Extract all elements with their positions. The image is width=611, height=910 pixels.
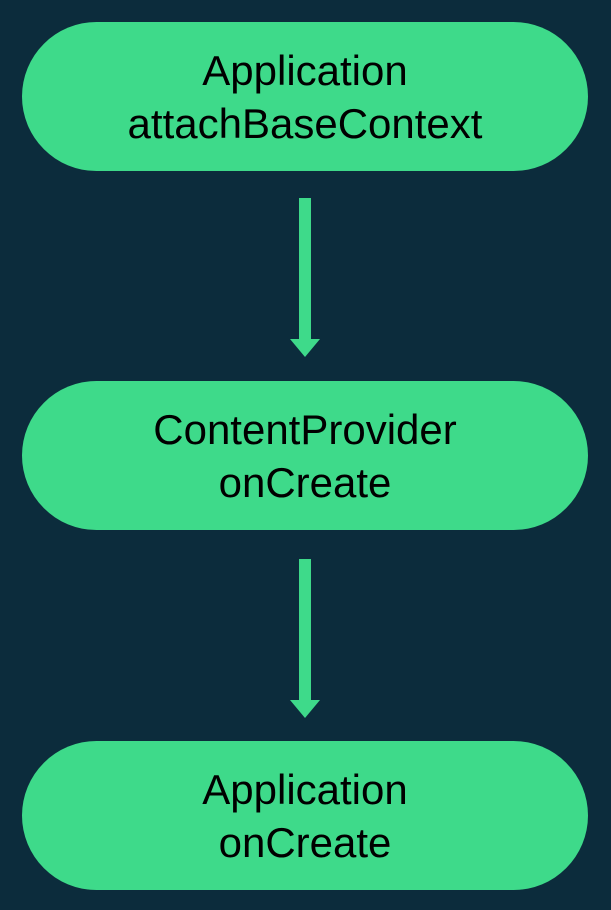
flow-node-contentprovider-oncreate: ContentProvider onCreate xyxy=(22,381,588,530)
flow-node-application-oncreate: Application onCreate xyxy=(22,741,588,890)
node-text-line: onCreate xyxy=(218,458,392,506)
node-text-line: Application xyxy=(202,46,408,94)
down-arrow-icon xyxy=(290,198,320,357)
node-text-line: Application xyxy=(202,765,408,813)
arrow-shaft xyxy=(299,198,311,339)
flow-node-application-attachbasecontext: Application attachBaseContext xyxy=(22,22,588,171)
arrow-head xyxy=(290,339,320,357)
node-text-line: onCreate xyxy=(218,818,392,866)
node-text-line: attachBaseContext xyxy=(127,99,483,147)
down-arrow-icon xyxy=(290,559,320,718)
node-text-line: ContentProvider xyxy=(153,405,457,453)
arrow-head xyxy=(290,700,320,718)
arrow-shaft xyxy=(299,559,311,700)
